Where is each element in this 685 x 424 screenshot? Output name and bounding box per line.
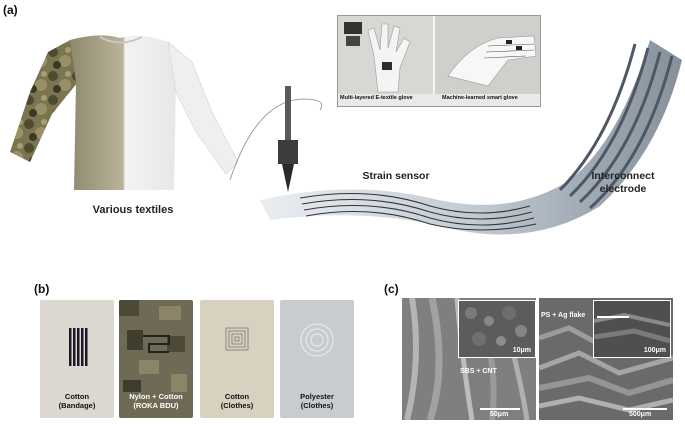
sample-nylon-cotton-roka: Nylon + Cotton (ROKA BDU) [119,300,193,418]
sem-left-scale-bar [480,408,520,410]
sample-2-pattern [119,300,187,392]
sem-right-arrow [597,316,629,318]
panel-label-b: (b) [34,282,50,296]
sem-left-inset-texture [459,301,535,357]
sample-1-label: Cotton (Bandage) [58,392,96,410]
glove-photos: Multi-layered E-textile glove Machine-le… [337,15,541,107]
sem-right-scale: 500μm [629,411,652,418]
shirt-illustration [10,35,239,190]
various-textiles-label: Various textiles [92,204,174,216]
glove-caption-right: Machine-learned smart glove [442,95,518,101]
sem-image-right: 100μm PS + Ag flake 500μm [539,298,673,420]
sem-left-inset-scale: 10μm [512,347,531,354]
panel-label-a: (a) [3,3,18,17]
sem-left-annotation: SBS + CNT [460,368,497,375]
glove-photos-image [338,16,540,94]
panel-label-c: (c) [384,282,399,296]
sample-3-pattern [225,327,249,351]
interconnect-label-line2: electrode [599,183,647,195]
sample-2-label: Nylon + Cotton (ROKA BDU) [129,392,183,410]
sample-3-label: Cotton (Clothes) [220,392,254,410]
sem-right-annotation: PS + Ag flake [541,312,586,319]
interconnect-label-line1: Interconnect [591,170,655,182]
sem-right-inset-texture [594,301,670,357]
glove-caption-left: Multi-layered E-textile glove [340,95,413,101]
sem-image-left: 10μm SBS + CNT 50μm [402,298,536,420]
sample-4-label: Polyester (Clothes) [300,392,334,410]
interconnect-electrode-label: Interconnect electrode [578,170,668,196]
sensor-electrode-illustration [230,40,682,235]
sem-right-scale-bar [623,408,667,410]
strain-sensor-label: Strain sensor [362,170,430,182]
sample-1-pattern [69,328,88,366]
sem-right-inset: 100μm [593,300,671,358]
sample-4-pattern [300,323,334,357]
sem-left-scale: 50μm [490,411,509,418]
sample-cotton-clothes: Cotton (Clothes) [200,300,274,418]
sem-right-inset-scale: 100μm [643,347,666,354]
sample-polyester-clothes: Polyester (Clothes) [280,300,354,418]
sample-cotton-bandage: Cotton (Bandage) [40,300,114,418]
sem-left-inset: 10μm [458,300,536,358]
